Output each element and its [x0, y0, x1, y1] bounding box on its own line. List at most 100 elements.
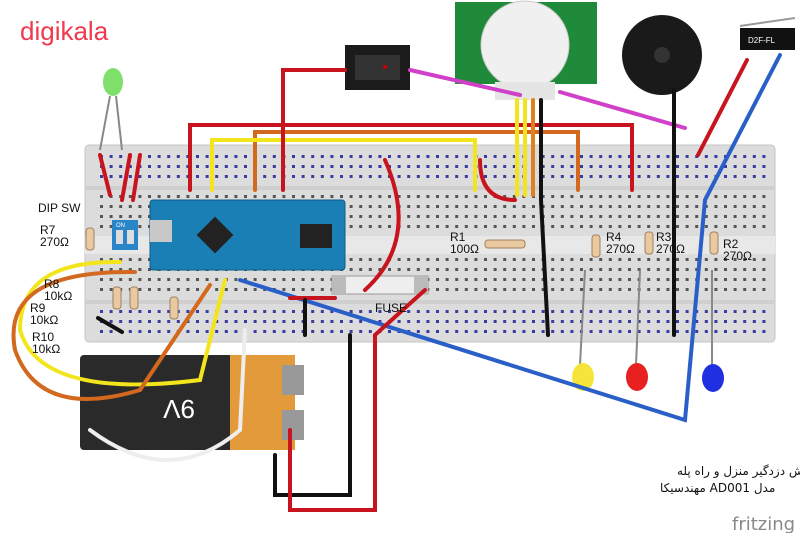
- breadboard-hole: [484, 165, 487, 168]
- breadboard-hole: [589, 205, 593, 208]
- breadboard-hole: [551, 310, 555, 313]
- breadboard-hole: [407, 268, 411, 271]
- breadboard-hole: [311, 195, 315, 198]
- breadboard-hole: [474, 330, 478, 333]
- breadboard-hole: [100, 310, 103, 313]
- breadboard-hole: [244, 195, 247, 198]
- breadboard-hole: [320, 278, 324, 281]
- breadboard-hole: [522, 225, 526, 228]
- breadboard-hole: [512, 320, 516, 323]
- breadboard-hole: [263, 278, 267, 281]
- breadboard-hole: [474, 278, 478, 281]
- breadboard-hole: [311, 310, 315, 313]
- breadboard-hole: [541, 155, 545, 158]
- breadboard-hole: [100, 175, 103, 178]
- resistor-r1: [484, 239, 526, 249]
- breadboard-hole: [167, 165, 171, 168]
- breadboard-hole: [522, 310, 526, 313]
- breadboard-hole: [503, 268, 507, 271]
- breadboard-hole: [148, 165, 151, 168]
- caption-line-2: مدل AD001 مهندسیکا: [660, 481, 775, 495]
- breadboard-hole: [560, 175, 564, 178]
- breadboard-hole: [752, 175, 756, 178]
- breadboard-hole: [157, 330, 161, 333]
- breadboard-hole: [647, 225, 651, 228]
- breadboard-hole: [436, 215, 439, 218]
- breadboard-hole: [128, 320, 132, 323]
- breadboard-hole: [656, 195, 660, 198]
- breadboard-hole: [580, 225, 583, 228]
- breadboard-hole: [359, 310, 363, 313]
- wire-blue: [238, 53, 782, 423]
- breadboard-hole: [320, 195, 324, 198]
- breadboard-hole: [157, 165, 161, 168]
- breadboard-hole: [522, 320, 526, 323]
- breadboard-hole: [320, 330, 324, 333]
- breadboard-hole: [733, 268, 737, 271]
- breadboard-hole: [436, 258, 439, 261]
- breadboard-hole: [685, 310, 689, 313]
- breadboard-hole: [407, 258, 411, 261]
- breadboard-hole: [512, 310, 516, 313]
- breadboard-hole: [743, 320, 747, 323]
- breadboard-hole: [522, 330, 526, 333]
- breadboard-hole: [666, 278, 670, 281]
- breadboard-hole: [397, 165, 401, 168]
- breadboard-hole: [128, 165, 132, 168]
- breadboard-hole: [397, 175, 401, 178]
- breadboard-hole: [522, 278, 526, 281]
- breadboard-hole: [253, 195, 257, 198]
- breadboard-hole: [157, 320, 161, 323]
- breadboard-hole: [493, 215, 497, 218]
- breadboard-hole: [445, 205, 449, 208]
- breadboard-hole: [148, 320, 151, 323]
- breadboard-hole: [724, 205, 727, 208]
- breadboard-hole: [484, 175, 487, 178]
- breadboard-hole: [378, 225, 382, 228]
- breadboard-hole: [138, 268, 142, 271]
- breadboard-hole: [455, 155, 459, 158]
- breadboard-hole: [560, 165, 564, 168]
- breadboard-hole: [580, 205, 583, 208]
- breadboard-hole: [148, 175, 151, 178]
- breadboard-hole: [176, 278, 180, 281]
- breadboard-hole: [100, 278, 103, 281]
- breadboard-hole: [685, 205, 689, 208]
- resistor-r4: [591, 234, 601, 258]
- breadboard-hole: [503, 195, 507, 198]
- breadboard-hole: [368, 225, 372, 228]
- breadboard-hole: [512, 155, 516, 158]
- breadboard-hole: [580, 165, 583, 168]
- breadboard-hole: [445, 155, 449, 158]
- breadboard-hole: [512, 195, 516, 198]
- breadboard-hole: [503, 258, 507, 261]
- breadboard-hole: [484, 258, 487, 261]
- breadboard-hole: [109, 310, 113, 313]
- breadboard-hole: [244, 175, 247, 178]
- breadboard-hole: [724, 225, 727, 228]
- breadboard-hole: [445, 320, 449, 323]
- breadboard-hole: [484, 195, 487, 198]
- breadboard-hole: [416, 268, 420, 271]
- breadboard-hole: [618, 205, 622, 208]
- label-r7: R7: [40, 223, 56, 237]
- breadboard-hole: [752, 195, 756, 198]
- power-switch: [345, 45, 410, 90]
- breadboard-hole: [378, 215, 382, 218]
- breadboard-hole: [503, 165, 507, 168]
- breadboard-hole: [666, 268, 670, 271]
- breadboard-hole: [724, 268, 727, 271]
- breadboard-hole: [167, 320, 171, 323]
- breadboard-hole: [532, 278, 535, 281]
- breadboard-hole: [503, 205, 507, 208]
- breadboard-hole: [215, 165, 219, 168]
- label-fuse: FUSE: [375, 301, 407, 315]
- breadboard-hole: [445, 258, 449, 261]
- breadboard-hole: [407, 195, 411, 198]
- breadboard-hole: [666, 175, 670, 178]
- breadboard-hole: [704, 165, 708, 168]
- breadboard-hole: [224, 330, 228, 333]
- breadboard-hole: [522, 288, 526, 291]
- breadboard-hole: [656, 278, 660, 281]
- breadboard-hole: [532, 320, 535, 323]
